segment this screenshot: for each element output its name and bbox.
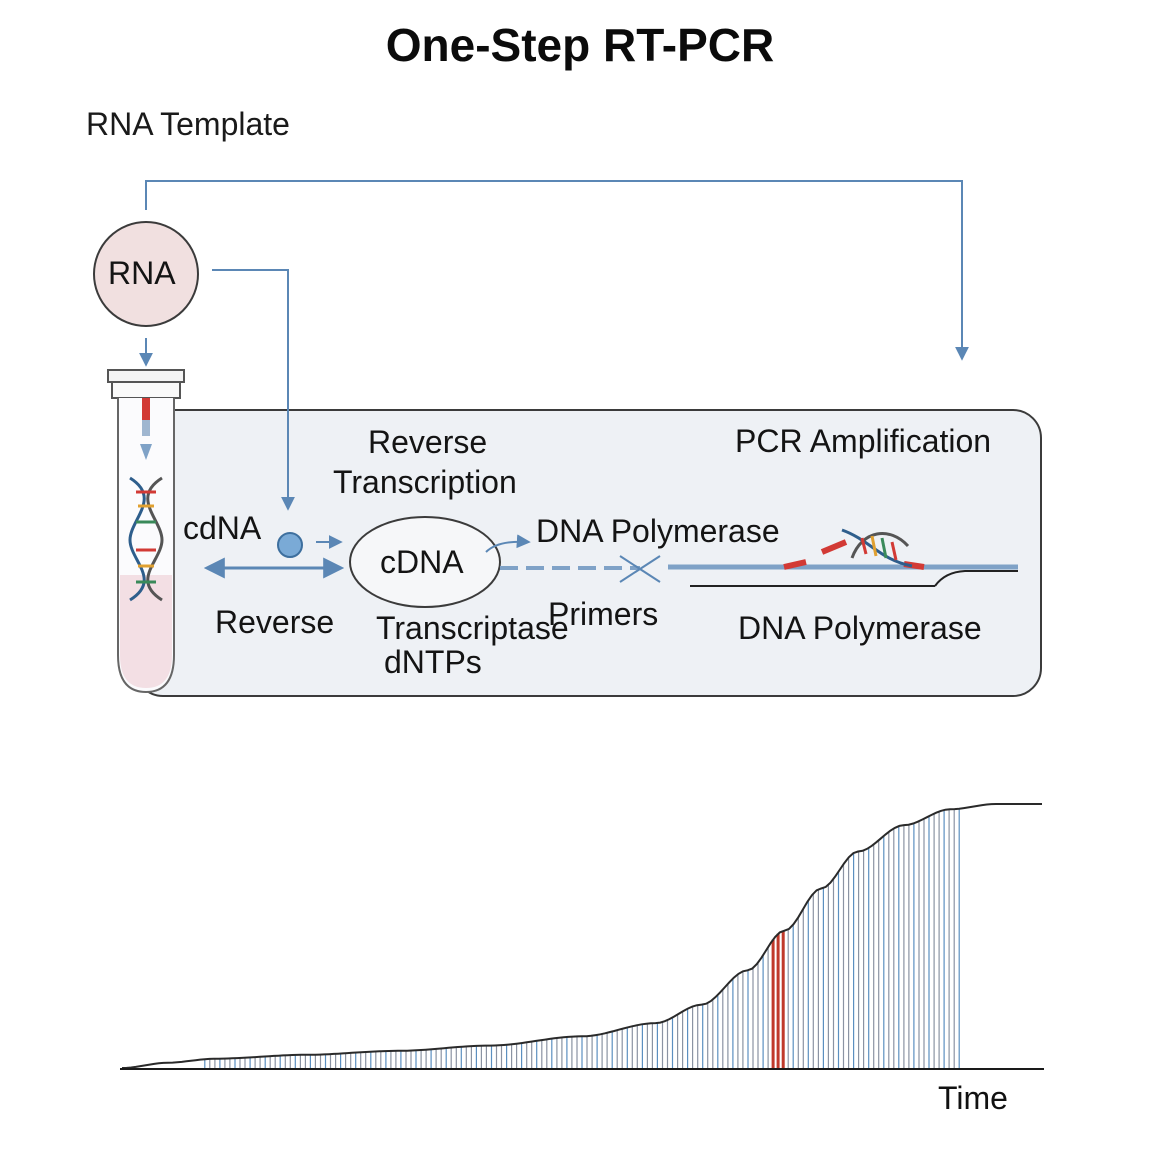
dna-polymerase-bottom-label: DNA Polymerase: [738, 610, 982, 646]
cdna-curved-arrow: [485, 534, 531, 553]
x-axis-label: Time: [938, 1080, 1008, 1116]
dna-polymerase-top-label: DNA Polymerase: [536, 513, 780, 549]
page-title: One-Step RT-PCR: [385, 19, 775, 71]
rna-to-cdna-arrow: [212, 269, 295, 511]
amplification-curve-line: [121, 803, 1042, 1069]
pcr-dna-helix-icon: [841, 528, 913, 568]
rna-template-label: RNA Template: [86, 106, 290, 142]
cdna-left-label: cdNA: [183, 510, 262, 546]
curve-bars: [204, 808, 960, 1068]
tube-dna-helix-icon: [128, 476, 164, 602]
cdna-node: [349, 516, 501, 608]
red-primer-b: [820, 539, 848, 555]
reverse-transcription-label-line2: Transcription: [333, 464, 517, 500]
transcriptase-label: Transcriptase: [376, 610, 569, 646]
cdna-center-label: cDNA: [380, 544, 464, 580]
pcr-amplification-label: PCR Amplification: [735, 423, 992, 459]
reverse-label: Reverse: [215, 604, 335, 640]
reaction-tube: [107, 369, 185, 694]
pcr-strand-bend: [934, 570, 1018, 587]
reverse-transcription-label-line1: Reverse: [368, 424, 488, 460]
rna-node: [93, 221, 199, 327]
loop-arrow: [145, 180, 969, 361]
dntps-label: dNTPs: [384, 644, 482, 680]
cdna-dot: [277, 532, 303, 558]
red-primer-a: [783, 559, 807, 570]
rna-node-label: RNA: [108, 255, 176, 291]
primers-label: Primers: [548, 596, 659, 632]
primer-cross-b: [619, 555, 661, 583]
